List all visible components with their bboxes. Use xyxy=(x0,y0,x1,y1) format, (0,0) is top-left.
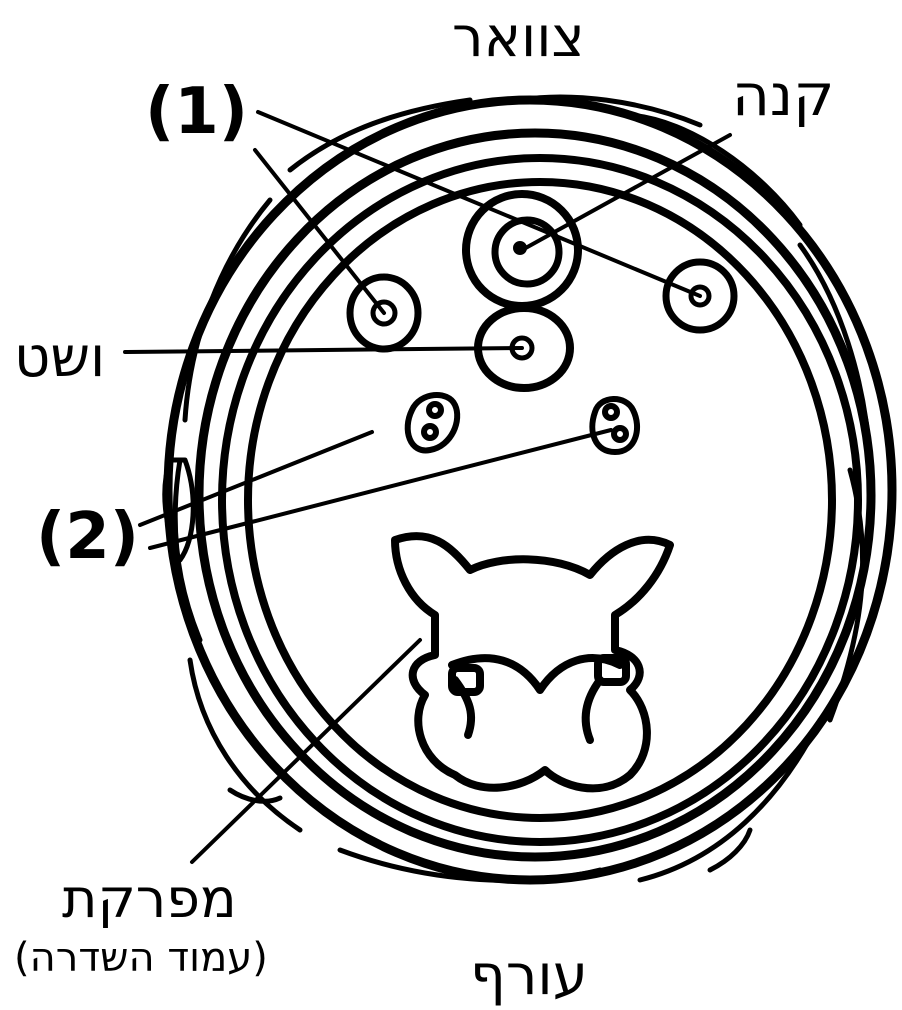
label-spinal-column: (עמוד השדרה) xyxy=(14,938,268,978)
label-trachea: קנה xyxy=(732,66,834,124)
vertebra xyxy=(395,536,670,788)
label-vertebra: מפרקת xyxy=(62,872,237,926)
small-vessels-right xyxy=(592,399,637,452)
label-number-2: (2) xyxy=(36,505,139,569)
leader-mafreket xyxy=(192,640,420,862)
leader-veshet xyxy=(125,348,522,352)
label-number-1: (1) xyxy=(145,80,248,144)
label-esophagus: ושט xyxy=(14,330,105,386)
label-nape: עורף xyxy=(470,948,588,1004)
small-vessels-left xyxy=(408,395,458,450)
label-neck-front: צוואר xyxy=(452,10,585,66)
